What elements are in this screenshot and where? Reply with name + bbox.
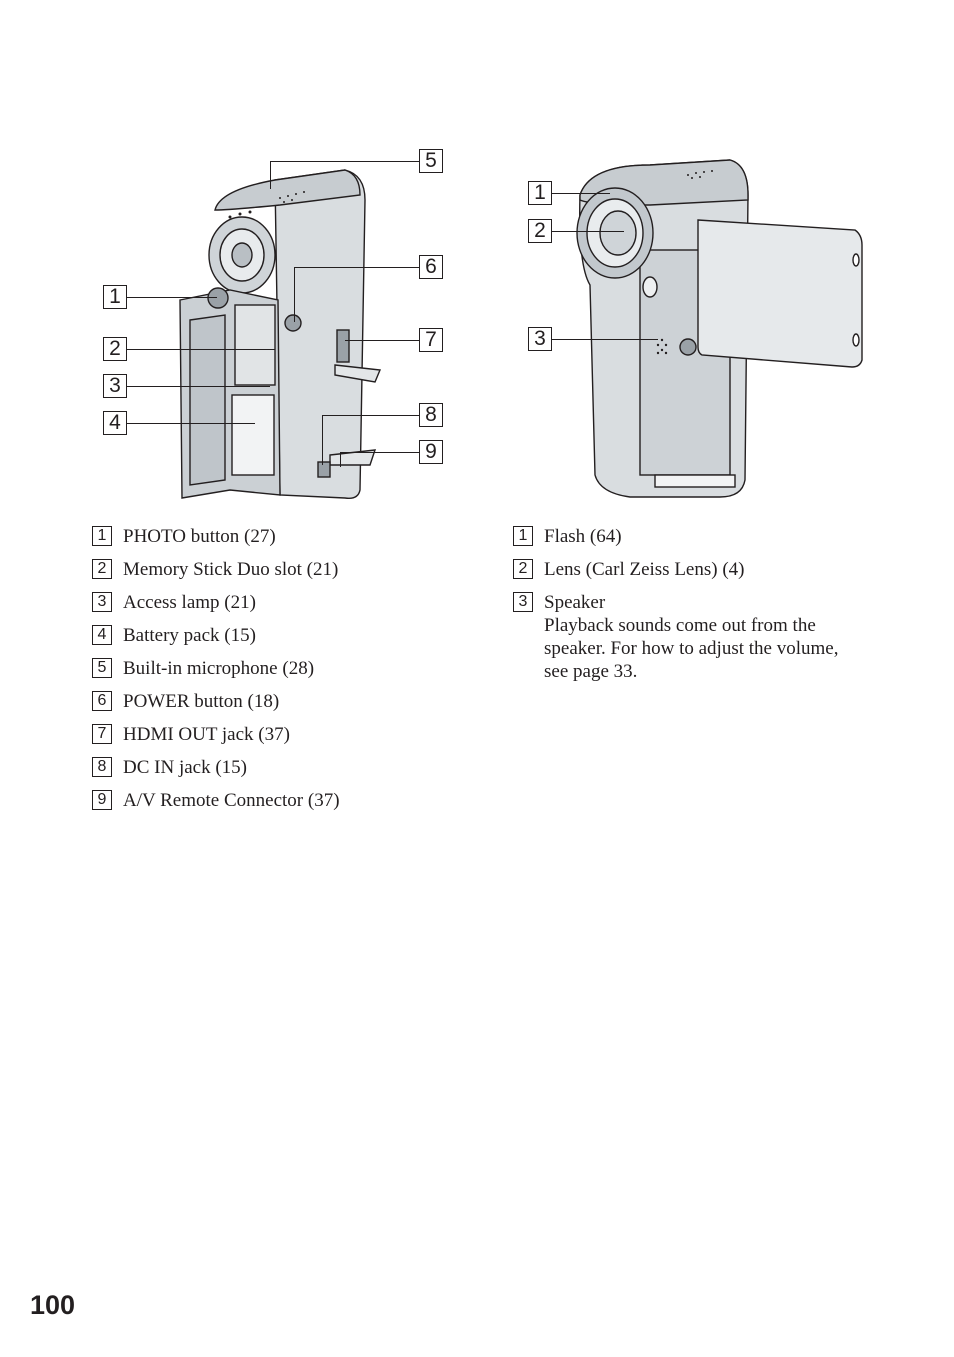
leader-line bbox=[340, 452, 419, 454]
item-number: 4 bbox=[92, 625, 112, 645]
item-number: 8 bbox=[92, 757, 112, 777]
leader-line bbox=[294, 267, 419, 269]
callout-right-3: 3 bbox=[528, 327, 552, 351]
list-item: 9 A/V Remote Connector (37) bbox=[92, 789, 452, 812]
callout-right-1: 1 bbox=[528, 181, 552, 205]
leader-line bbox=[127, 423, 255, 425]
item-label: POWER button (18) bbox=[123, 691, 280, 712]
list-item: 6 POWER button (18) bbox=[92, 690, 452, 713]
callout-left-2: 2 bbox=[103, 337, 127, 361]
leader-line bbox=[340, 452, 342, 467]
item-label: Memory Stick Duo slot (21) bbox=[123, 559, 339, 580]
leader-line bbox=[294, 267, 296, 322]
item-label: A/V Remote Connector (37) bbox=[123, 790, 340, 811]
callout-left-5: 5 bbox=[419, 149, 443, 173]
list-item: 8 DC IN jack (15) bbox=[92, 756, 452, 779]
item-number: 5 bbox=[92, 658, 112, 678]
list-item: 1 Flash (64) bbox=[513, 525, 858, 548]
item-number: 2 bbox=[92, 559, 112, 579]
item-number: 1 bbox=[513, 526, 533, 546]
callout-left-7: 7 bbox=[419, 328, 443, 352]
item-label: Battery pack (15) bbox=[123, 625, 256, 646]
page-number: 100 bbox=[30, 1290, 76, 1320]
item-description: Playback sounds come out from the speake… bbox=[544, 615, 839, 682]
callout-left-6: 6 bbox=[419, 255, 443, 279]
leader-line bbox=[127, 297, 217, 299]
callout-left-8: 8 bbox=[419, 403, 443, 427]
item-label: Access lamp (21) bbox=[123, 592, 256, 613]
camcorder-front-illustration bbox=[576, 159, 863, 498]
leader-line bbox=[552, 339, 658, 341]
callout-left-1: 1 bbox=[103, 285, 127, 309]
list-item: 1 PHOTO button (27) bbox=[92, 525, 452, 548]
leader-line bbox=[345, 340, 419, 342]
list-item: 5 Built-in microphone (28) bbox=[92, 657, 452, 680]
item-number: 9 bbox=[92, 790, 112, 810]
item-label: Built-in microphone (28) bbox=[123, 658, 315, 679]
leader-line bbox=[127, 349, 275, 351]
item-number: 1 bbox=[92, 526, 112, 546]
leader-line bbox=[322, 415, 419, 417]
item-number: 2 bbox=[513, 559, 533, 579]
list-item: 3 Access lamp (21) bbox=[92, 591, 452, 614]
item-number: 6 bbox=[92, 691, 112, 711]
parts-list-side: 1 PHOTO button (27) 2 Memory Stick Duo slo… bbox=[92, 525, 452, 822]
callout-left-4: 4 bbox=[103, 411, 127, 435]
leader-line bbox=[552, 231, 624, 233]
list-item: 4 Battery pack (15) bbox=[92, 624, 452, 647]
item-label: HDMI OUT jack (37) bbox=[123, 724, 290, 745]
list-item: 2 Lens (Carl Zeiss Lens) (4) bbox=[513, 558, 858, 581]
callout-right-2: 2 bbox=[528, 219, 552, 243]
list-item: 2 Memory Stick Duo slot (21) bbox=[92, 558, 452, 581]
item-label: Speaker bbox=[544, 592, 606, 613]
item-label: DC IN jack (15) bbox=[123, 757, 247, 778]
leader-line bbox=[270, 161, 419, 163]
item-label: Lens (Carl Zeiss Lens) (4) bbox=[544, 559, 745, 580]
item-number: 3 bbox=[92, 592, 112, 612]
item-number: 7 bbox=[92, 724, 112, 744]
leader-line bbox=[322, 415, 324, 465]
item-label: PHOTO button (27) bbox=[123, 526, 276, 547]
item-label: Flash (64) bbox=[544, 526, 622, 547]
leader-line bbox=[552, 193, 610, 195]
leader-line bbox=[270, 161, 272, 189]
leader-line bbox=[127, 386, 270, 388]
item-number: 3 bbox=[513, 592, 533, 612]
callout-left-3: 3 bbox=[103, 374, 127, 398]
camcorder-side-illustration bbox=[179, 169, 382, 500]
callout-left-9: 9 bbox=[419, 440, 443, 464]
list-item: 7 HDMI OUT jack (37) bbox=[92, 723, 452, 746]
